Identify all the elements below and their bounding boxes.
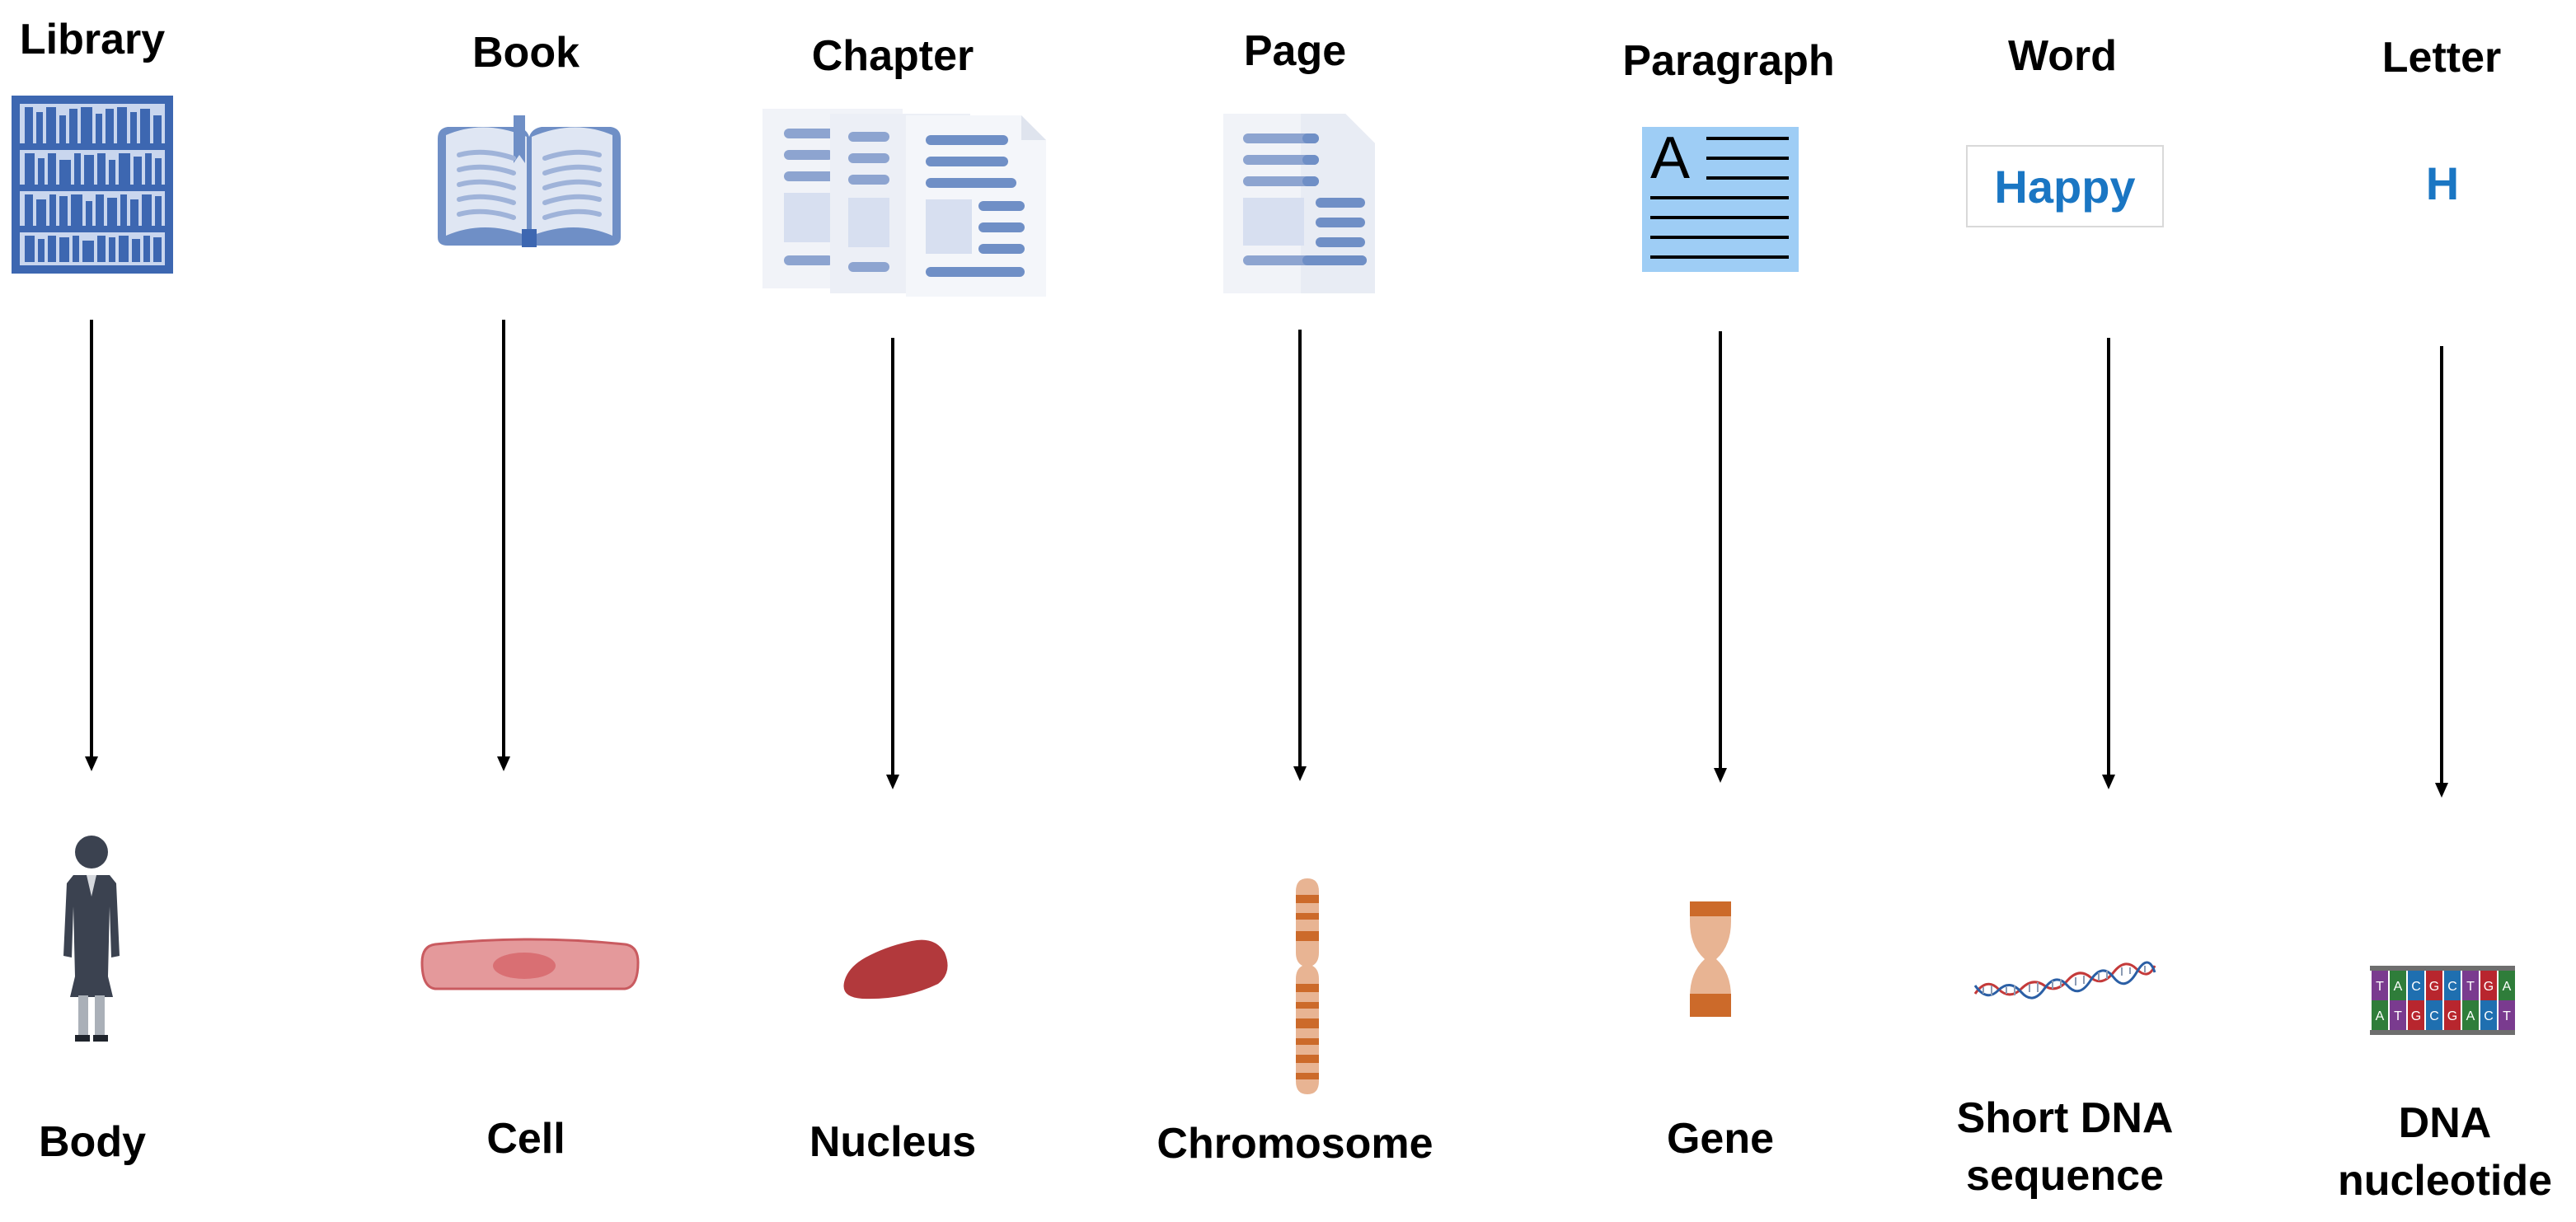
word-happy-box: Happy [1966, 145, 2164, 227]
letter-h-glyph: H [2425, 157, 2460, 209]
nucleotide-bottom-bar [2462, 1000, 2479, 1030]
nucleotide-bottom-bar [2408, 1000, 2424, 1030]
nucleotide-bottom-letter: G [2411, 1009, 2421, 1023]
arrow-page-to-chromosome [1290, 330, 1310, 787]
label-dna-nucleotide: DNA nucleotide [2337, 1099, 2553, 1206]
nucleotide-bottom-letter: T [2394, 1009, 2402, 1023]
paragraph-text-icon: A [1642, 125, 1799, 276]
nucleotide-top-bar [2480, 971, 2497, 1000]
nucleus-icon [838, 936, 953, 1006]
label-page: Page [1243, 27, 1347, 75]
library-bookshelf-icon [10, 94, 175, 279]
label-cell: Cell [486, 1115, 565, 1163]
label-short-dna-sequence: Short DNA sequence [1956, 1094, 2174, 1201]
label-gene: Gene [1666, 1115, 1775, 1163]
nucleotide-bottom-letter: C [2484, 1009, 2494, 1023]
cell-icon [419, 938, 641, 1000]
nucleotide-bottom-letter: C [2429, 1009, 2439, 1023]
label-paragraph: Paragraph [1622, 37, 1835, 85]
nucleotide-bottom-letter: A [2376, 1009, 2385, 1023]
arrow-library-to-body [82, 320, 101, 777]
nucleotide-top-letter: G [2429, 980, 2439, 994]
nucleotide-bottom-letter: T [2503, 1009, 2511, 1023]
nucleotide-bottom-bar [2444, 1000, 2461, 1030]
label-letter: Letter [2381, 34, 2502, 82]
nucleotide-top-bar [2426, 971, 2442, 1000]
nucleotide-top-letter: C [2447, 980, 2457, 994]
label-nucleus: Nucleus [809, 1118, 977, 1166]
nucleotide-top-letter: G [2484, 980, 2494, 994]
nucleotide-top-bar [2444, 971, 2461, 1000]
nucleotide-top-bar [2499, 971, 2515, 1000]
chromosome-icon [1293, 877, 1322, 1100]
nucleotide-top-letter: T [2466, 980, 2475, 994]
label-chapter: Chapter [811, 32, 974, 80]
nucleotide-bottom-bar [2499, 1000, 2515, 1030]
nucleotide-top-letter: A [2503, 980, 2512, 994]
nucleotide-top-bar [2462, 971, 2479, 1000]
arrow-paragraph-to-gene [1710, 331, 1730, 789]
page-document-icon [1222, 110, 1378, 301]
nucleotide-bottom-letter: A [2466, 1009, 2475, 1023]
paragraph-letter-glyph: A [1650, 127, 1690, 191]
nucleotide-bottom-bar [2372, 1000, 2388, 1030]
label-book: Book [472, 29, 579, 77]
arrow-book-to-cell [494, 320, 514, 777]
dna-helix-icon [1973, 961, 2156, 1014]
label-word: Word [2008, 32, 2117, 80]
nucleotide-top-bar [2390, 971, 2406, 1000]
arrow-word-to-dna-sequence [2099, 338, 2119, 795]
nucleotide-bottom-bar [2480, 1000, 2497, 1030]
open-book-icon [434, 114, 624, 258]
nucleotide-top-bar [2372, 971, 2388, 1000]
nucleotide-top-letter: T [2376, 980, 2384, 994]
nucleotide-top-letter: A [2394, 980, 2403, 994]
label-library: Library [19, 16, 166, 63]
nucleotide-bottom-bar [2390, 1000, 2406, 1030]
gene-icon [1688, 900, 1733, 1023]
nucleotide-top-letter: C [2411, 980, 2421, 994]
nucleotide-bottom-letter: G [2447, 1009, 2457, 1023]
arrow-letter-to-nucleotide [2432, 346, 2452, 803]
label-chromosome: Chromosome [1157, 1120, 1433, 1168]
nucleotide-top-bar [2408, 971, 2424, 1000]
document-pages-icon [761, 107, 1049, 309]
nucleotide-bottom-bar [2426, 1000, 2442, 1030]
arrow-chapter-to-nucleus [883, 338, 903, 795]
label-body: Body [39, 1118, 146, 1166]
human-body-icon [59, 832, 124, 1051]
